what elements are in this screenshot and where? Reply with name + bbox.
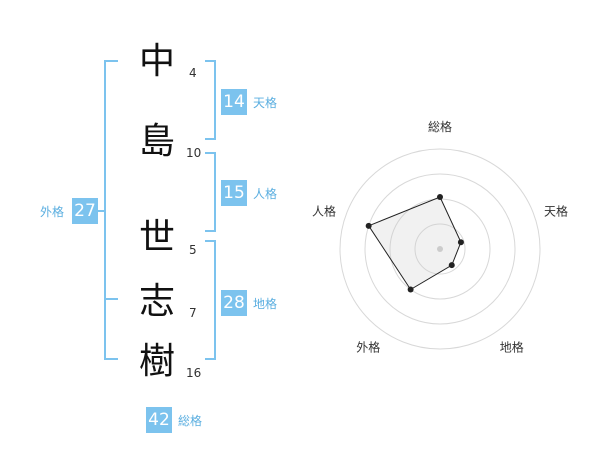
radar-ring-3 — [364, 173, 516, 325]
radar-center-dot — [437, 246, 443, 252]
tenkaku-badge: 14 — [221, 89, 247, 115]
radar-ring-4 — [339, 148, 541, 350]
name-char-3: 世 — [138, 217, 175, 258]
tenkaku-label: 天格 — [253, 96, 278, 110]
chikaku-bracket — [205, 240, 216, 360]
radar-axis-label-4: 外格 — [356, 340, 380, 355]
chikaku-badge: 28 — [221, 290, 247, 316]
radar-point-4 — [407, 286, 414, 293]
radar-polygon — [367, 196, 462, 291]
radar-axis-label-2: 天格 — [544, 203, 568, 218]
radar-ring-1 — [414, 223, 466, 275]
radar-point-5 — [365, 222, 372, 229]
name-char-5: 樹 — [138, 341, 175, 382]
stroke-count-2: 10 — [186, 146, 202, 160]
stroke-count-5: 16 — [186, 366, 202, 380]
radar-point-3 — [448, 262, 455, 269]
radar-axis-label-5: 人格 — [312, 203, 336, 218]
jinkaku-label: 人格 — [253, 187, 278, 201]
jinkaku-bracket — [205, 152, 216, 232]
radar-point-2 — [457, 239, 464, 246]
radar-axis-label-3: 地格 — [500, 340, 524, 355]
soukaku-label: 総格 — [178, 414, 203, 428]
gaikaku-connector — [98, 210, 106, 212]
chikaku-label: 地格 — [253, 297, 278, 311]
name-char-4: 志 — [138, 281, 175, 322]
stroke-count-4: 7 — [189, 306, 197, 320]
soukaku-badge: 42 — [146, 407, 172, 433]
name-char-2: 島 — [138, 121, 175, 162]
radar-point-1 — [437, 194, 443, 200]
jinkaku-badge: 15 — [221, 180, 247, 206]
radar-axis-label-1: 総格 — [428, 119, 452, 134]
stroke-count-3: 5 — [189, 243, 197, 257]
tenkaku-bracket — [205, 60, 216, 140]
gaikaku-badge: 27 — [72, 198, 98, 224]
gaikaku-bracket-tick — [104, 298, 118, 300]
stroke-count-1: 4 — [189, 66, 197, 80]
name-char-1: 中 — [138, 41, 175, 82]
gaikaku-label: 外格 — [40, 205, 65, 219]
